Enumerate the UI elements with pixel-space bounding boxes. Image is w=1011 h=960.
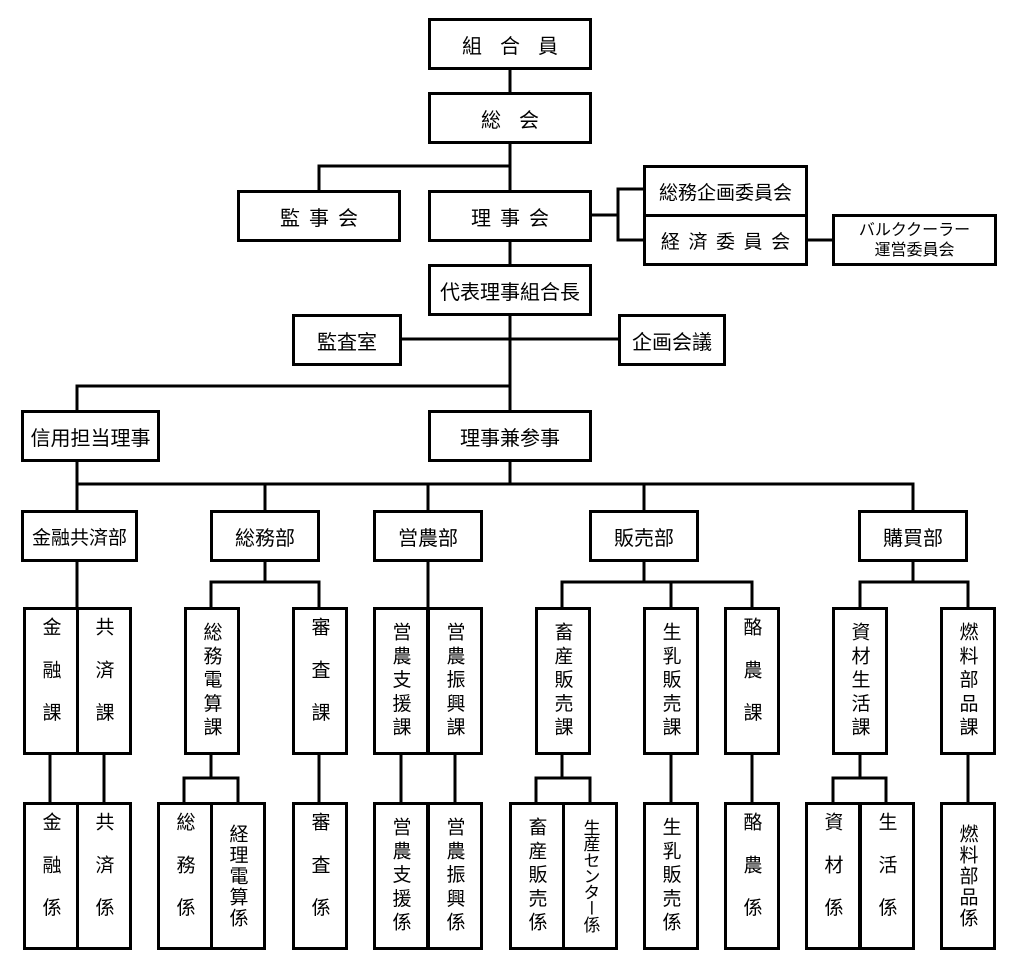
economic-committee-box: 経済委員会	[643, 214, 808, 266]
farm-support-section-box: 営農支援課	[373, 607, 429, 755]
farm-support-unit-box: 営農支援係	[373, 802, 429, 950]
livestock-sales-unit-box: 畜産販売係	[509, 802, 565, 950]
general-planning-committee-box: 総務企画委員会	[643, 165, 808, 217]
farm-promotion-section-box: 営農振興課	[427, 607, 483, 755]
finance-section-box: 金融課	[23, 607, 79, 755]
general-affairs-dept-box: 総務部	[210, 510, 320, 562]
living-unit-box: 生活係	[859, 802, 915, 950]
finance-unit-box: 金融係	[23, 802, 79, 950]
production-center-unit-box: 生産センター係	[562, 802, 618, 950]
mutual-aid-section-box: 共済課	[76, 607, 132, 755]
materials-living-section-box: 資材生活課	[832, 607, 888, 755]
bulk-cooler-committee-line1: バルククーラー	[858, 220, 971, 239]
president-box: 代表理事組合長	[428, 264, 592, 316]
planning-meeting-box: 企画会議	[618, 314, 726, 366]
fuel-parts-section-box: 燃料部品課	[940, 607, 996, 755]
bulk-cooler-committee-box: バルククーラー 運営委員会	[832, 214, 997, 266]
audit-unit-box: 審査係	[292, 802, 348, 950]
admin-computing-section-box: 総務電算課	[184, 607, 240, 755]
audit-office-box: 監査室	[292, 314, 402, 366]
general-meeting-box: 総会	[428, 92, 592, 144]
members-box: 組合員	[428, 18, 592, 70]
admin-unit-box: 総務係	[157, 802, 213, 950]
board-box: 理事会	[428, 190, 592, 242]
auditors-box: 監事会	[237, 190, 401, 242]
milk-sales-section-box: 生乳販売課	[643, 607, 699, 755]
audit-section-box: 審査課	[292, 607, 348, 755]
bulk-cooler-committee-line2: 運営委員会	[874, 240, 955, 259]
purchasing-dept-box: 購買部	[858, 510, 968, 562]
director-counselor-box: 理事兼参事	[428, 410, 592, 462]
materials-unit-box: 資材係	[805, 802, 861, 950]
farm-promotion-unit-box: 営農振興係	[427, 802, 483, 950]
sales-dept-box: 販売部	[589, 510, 699, 562]
credit-director-box: 信用担当理事	[21, 410, 160, 462]
mutual-aid-unit-box: 共済係	[76, 802, 132, 950]
dairy-section-box: 酪農課	[724, 607, 780, 755]
milk-sales-unit-box: 生乳販売係	[643, 802, 699, 950]
accounting-computing-unit-box: 経理電算係	[210, 802, 266, 950]
farming-dept-box: 営農部	[373, 510, 483, 562]
finance-mutual-dept-box: 金融共済部	[21, 510, 138, 562]
livestock-sales-section-box: 畜産販売課	[535, 607, 591, 755]
dairy-unit-box: 酪農係	[724, 802, 780, 950]
fuel-parts-unit-box: 燃料部品係	[940, 802, 996, 950]
